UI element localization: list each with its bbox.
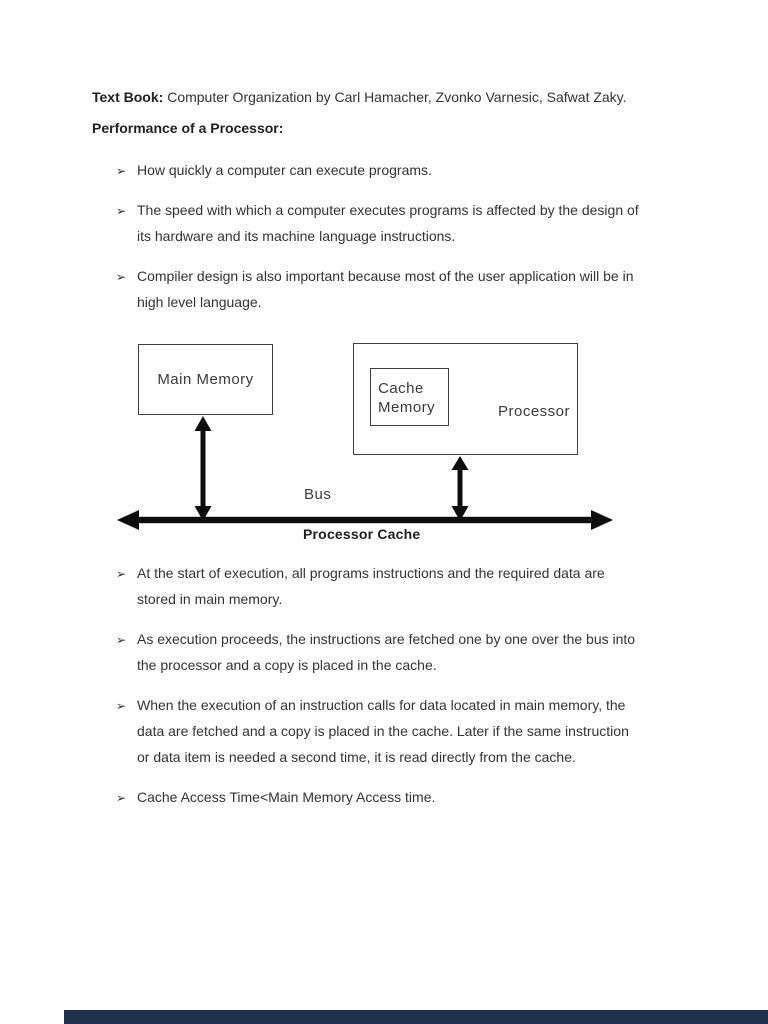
processor-label: Processor: [498, 403, 571, 420]
arrow-bullet-icon: ➢: [116, 699, 127, 713]
arrow-bullet-icon: ➢: [116, 270, 127, 284]
list-item: ➢ Cache Access Time<Main Memory Access t…: [116, 784, 716, 810]
bullet-text: How quickly a computer can execute progr…: [137, 162, 432, 178]
list-item: ➢ When the execution of an instruction c…: [116, 692, 716, 770]
arrow-bullet-icon: ➢: [116, 164, 127, 178]
bullet-list-bottom: ➢ At the start of execution, all program…: [116, 560, 716, 824]
arrow-bullet-icon: ➢: [116, 567, 127, 581]
textbook-line: Text Book: Computer Organization by Carl…: [92, 84, 712, 110]
footer-bar: [64, 1010, 768, 1024]
bus-label: Bus: [304, 486, 332, 503]
section-heading: Performance of a Processor:: [92, 120, 284, 136]
bullet-text: When the execution of an instruction cal…: [137, 697, 629, 765]
bullet-text: At the start of execution, all programs …: [137, 565, 605, 607]
processor-bus-arrow: [451, 456, 469, 521]
bullet-list-top: ➢ How quickly a computer can execute pro…: [116, 157, 716, 329]
processor-cache-diagram: Main Memory Cache Memory Processor Bus P…: [0, 330, 768, 560]
arrow-bullet-icon: ➢: [116, 204, 127, 218]
list-item: ➢ At the start of execution, all program…: [116, 560, 716, 612]
bullet-text: The speed with which a computer executes…: [137, 202, 639, 244]
textbook-title-text: Computer Organization by Carl Hamacher, …: [163, 89, 627, 105]
cache-memory-label: Cache Memory: [378, 380, 436, 416]
main-memory-box: Main Memory: [138, 344, 273, 415]
textbook-label: Text Book:: [92, 89, 164, 105]
cache-memory-box: Cache Memory: [370, 368, 449, 426]
main-memory-bus-arrow: [194, 416, 212, 521]
arrow-bullet-icon: ➢: [116, 791, 127, 805]
bullet-text: As execution proceeds, the instructions …: [137, 631, 636, 673]
diagram-caption: Processor Cache: [303, 526, 421, 542]
list-item: ➢ Compiler design is also important beca…: [116, 263, 716, 315]
main-memory-label: Main Memory: [157, 371, 254, 388]
list-item: ➢ How quickly a computer can execute pro…: [116, 157, 716, 183]
list-item: ➢ The speed with which a computer execut…: [116, 197, 716, 249]
bullet-text: Compiler design is also important becaus…: [137, 268, 634, 310]
list-item: ➢ As execution proceeds, the instruction…: [116, 626, 716, 678]
bullet-text: Cache Access Time<Main Memory Access tim…: [137, 789, 436, 805]
arrow-bullet-icon: ➢: [116, 633, 127, 647]
